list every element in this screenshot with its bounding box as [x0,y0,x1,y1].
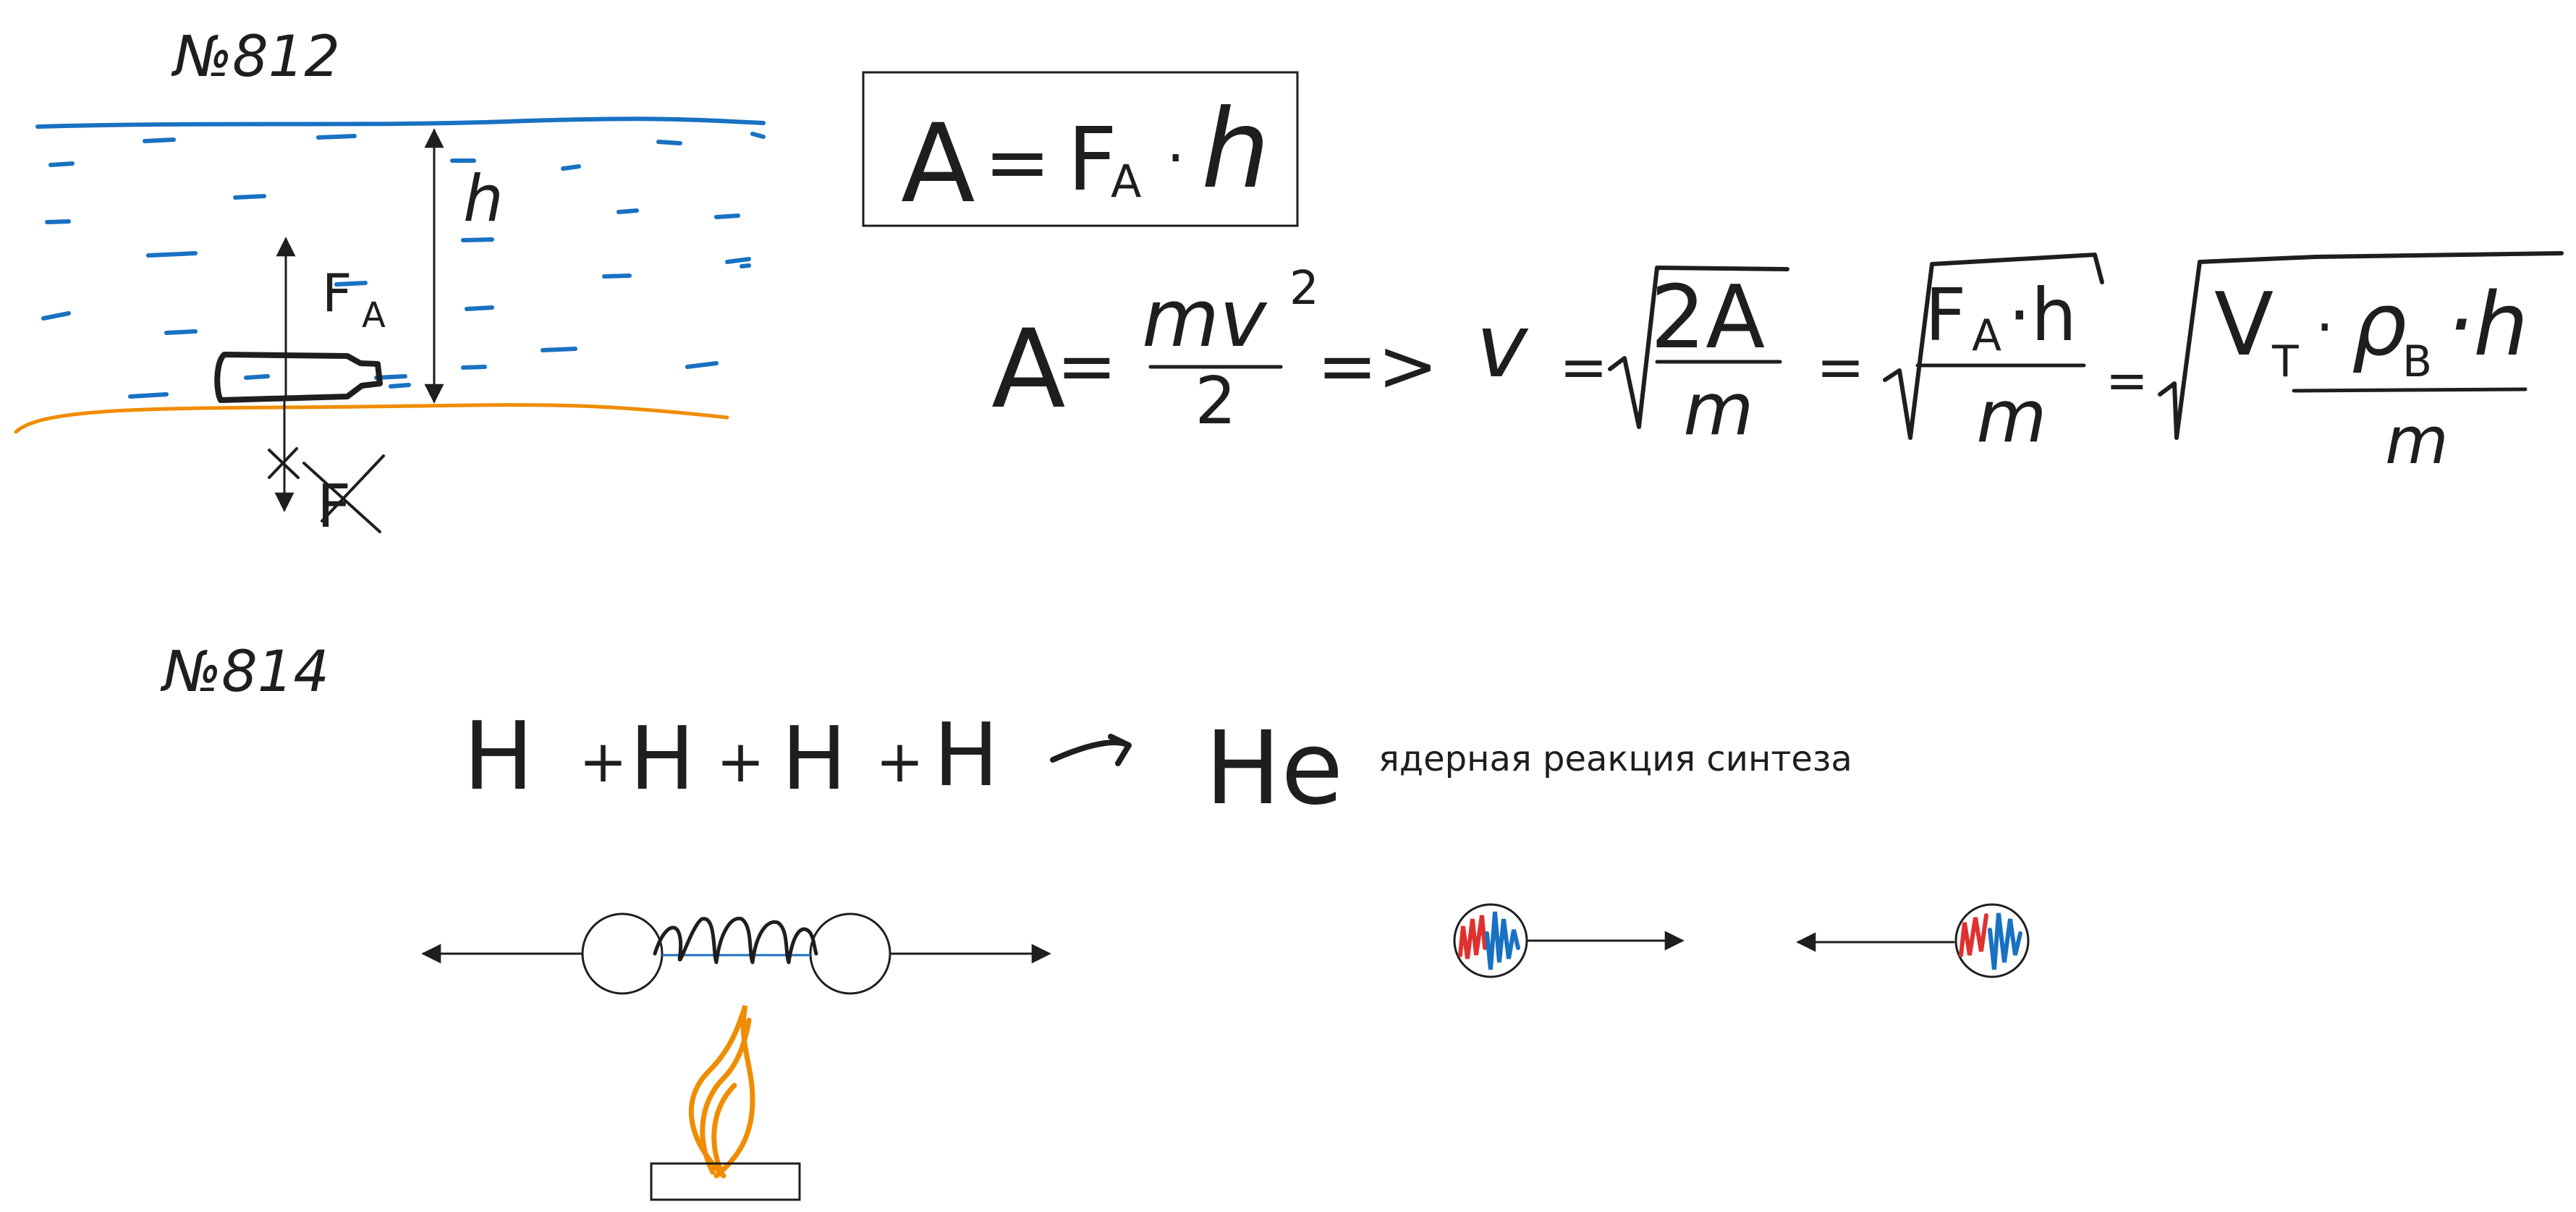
right-atom [809,912,891,995]
deriv-num4-dot: · [2316,294,2334,361]
fusion-reaction: H + H + H + H He [463,701,1343,828]
problem-812-number: №812 [171,25,340,90]
deriv-num4-rest: ·h [2446,275,2528,376]
deriv-num4-rho: ρ [2352,275,2407,376]
nuclei-approach-diagram [1453,903,2030,978]
deriv-sup1: 2 [1289,262,1319,315]
reaction-h4: H [933,705,999,806]
deriv-num4-rhosub: B [2402,336,2432,387]
deriv-eq2: = [1559,334,1608,401]
right-nucleus-blue-scribble [1988,912,2022,970]
deriv-lhs: A [991,307,1066,433]
boxed-dot: · [1166,124,1185,192]
deriv-eq4: = [2106,351,2148,410]
reaction-h1: H [463,701,534,811]
deriv-num3-rest: ·h [2008,273,2077,357]
boxed-h: h [1201,87,1270,213]
left-nucleus-red-scribble [1458,915,1487,959]
height-label: h [463,161,504,236]
spring-molecule-diagram [421,912,1051,1201]
deriv-den3: m [1976,374,2046,459]
spring-coil [653,916,818,965]
problem-814: №814 H + H + H + H He ядерная реакция си… [160,640,2030,1201]
water-bottom-line [14,403,729,434]
deriv-num3-force: F [1925,273,1967,357]
reaction-label: ядерная реакция синтеза [1378,739,1852,779]
reaction-arrow [1050,734,1132,766]
deriv-eq3: = [1816,334,1865,401]
reaction-plus1: + [579,728,627,795]
boxed-force: F [1067,110,1117,211]
reaction-plus2: + [716,728,765,795]
deriv-eq1: = [1056,323,1117,408]
burner-base [650,1162,801,1201]
reaction-h3: H [781,709,847,810]
formula-box [862,71,1299,227]
deriv-num4-v: V [2214,275,2274,376]
deriv-den1: 2 [1195,363,1236,439]
buoyant-force-subscript: A [362,295,386,336]
flame [688,1004,755,1179]
water-surface-line [35,116,766,129]
submerged-bar [214,352,383,403]
reaction-h2: H [630,709,695,810]
problem-812: №812 [14,25,2564,541]
boxed-formula: A = F A · h [901,87,1270,227]
deriv-implies: => [1317,323,1439,408]
deriv-num3-sub: A [1972,310,2001,361]
left-nucleus-blue-scribble [1485,911,1520,970]
deriv-v: v [1476,297,1529,397]
deriv-num4-vsub: T [2271,336,2299,387]
sqrt-sign-2 [1883,253,2104,440]
problem-814-number: №814 [160,640,329,705]
sqrt-sign-1 [1608,266,1789,429]
deriv-num1: mv [1142,272,1268,365]
reaction-plus3: + [876,728,924,795]
reaction-product: He [1205,710,1343,828]
boxed-force-sub: A [1111,155,1141,208]
velocity-derivation: A = mv 2 2 => v = 2A m = F A ·h m = V T … [991,251,2564,479]
water-dashes [41,132,766,399]
deriv-fraction-bar-4 [2292,387,2528,393]
deriv-den4: m [2385,403,2449,479]
left-atom [581,912,664,995]
gravity-force-strike [302,454,385,533]
boxed-eq: = [984,116,1051,208]
deriv-den2: m [1683,367,1753,452]
right-nucleus [1954,903,2030,978]
buoyant-force-label: F [322,263,352,323]
right-nucleus-red-scribble [1959,913,1988,957]
deriv-num2: 2A [1651,268,1765,368]
boxed-lhs: A [901,101,975,227]
gravity-cross-mark [268,447,300,479]
sqrt-sign-3 [2158,251,2564,440]
